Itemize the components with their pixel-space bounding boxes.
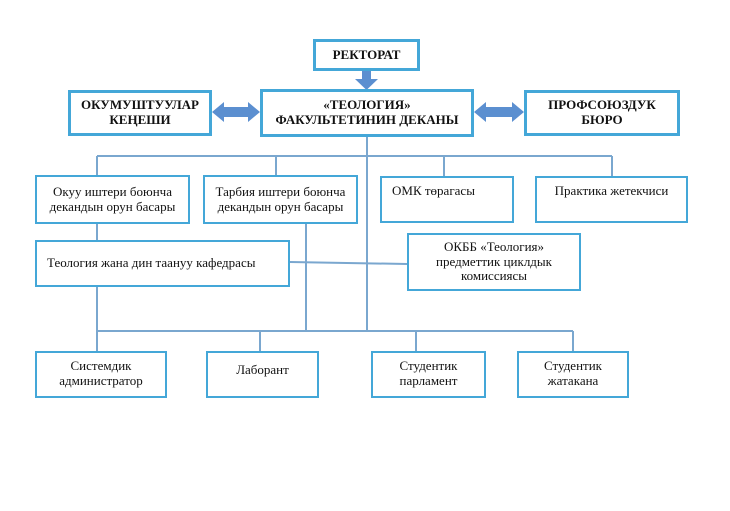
department-box: Теология жана дин таануу кафедрасы [35,240,290,287]
dean-box: «ТЕОЛОГИЯ» ФАКУЛЬТЕТИНИН ДЕКАНЫ [260,89,474,137]
deputy-education-box: Тарбия иштери боюнча декандын орун басар… [203,175,358,224]
deputy-education-label: Тарбия иштери боюнча декандын орун басар… [215,183,346,214]
parliament-label: Студентик парламент [399,358,458,388]
deputy-academic-label: Окуу иштери боюнча декандын орун басары [49,183,176,214]
trade-union-box: ПРОФСОЮЗДУК БЮРО [524,90,680,136]
down-arrow-rectorate-to-dean [355,70,378,90]
rectorate-box: РЕКТОРАТ [313,39,420,71]
commission-box: ОКББ «Теология» предметтик циклдык комис… [407,233,581,291]
org-connectors [96,137,613,351]
dormitory-label: Студентик жатакана [544,358,602,388]
sysadmin-box: Системдик администратор [35,351,167,398]
dean-label: «ТЕОЛОГИЯ» ФАКУЛЬТЕТИНИН ДЕКАНЫ [275,97,459,127]
practice-head-box: Практика жетекчиси [535,176,688,223]
commission-label: ОКББ «Теология» предметтик циклдык комис… [436,238,552,284]
dormitory-box: Студентик жатакана [517,351,629,398]
rectorate-label: РЕКТОРАТ [332,46,401,62]
double-arrow-dean-tradeunion [474,102,524,122]
double-arrow-council-dean [212,102,260,122]
practice-head-label: Практика жетекчиси [554,183,669,198]
department-label: Теология жана дин таануу кафедрасы [47,255,256,270]
deputy-academic-box: Окуу иштери боюнча декандын орун басары [35,175,190,224]
lab-label: Лаборант [236,362,289,377]
teachers-council-label: ОКУМУШТУУЛАР КЕҢЕШИ [81,97,199,127]
sysadmin-label: Системдик администратор [59,358,143,388]
teachers-council-box: ОКУМУШТУУЛАР КЕҢЕШИ [68,90,212,136]
lab-box: Лаборант [206,351,319,398]
omk-chair-label: ОМК төрагасы [392,183,475,198]
trade-union-label: ПРОФСОЮЗДУК БЮРО [548,97,656,127]
omk-chair-box: ОМК төрагасы [380,176,514,223]
parliament-box: Студентик парламент [371,351,486,398]
